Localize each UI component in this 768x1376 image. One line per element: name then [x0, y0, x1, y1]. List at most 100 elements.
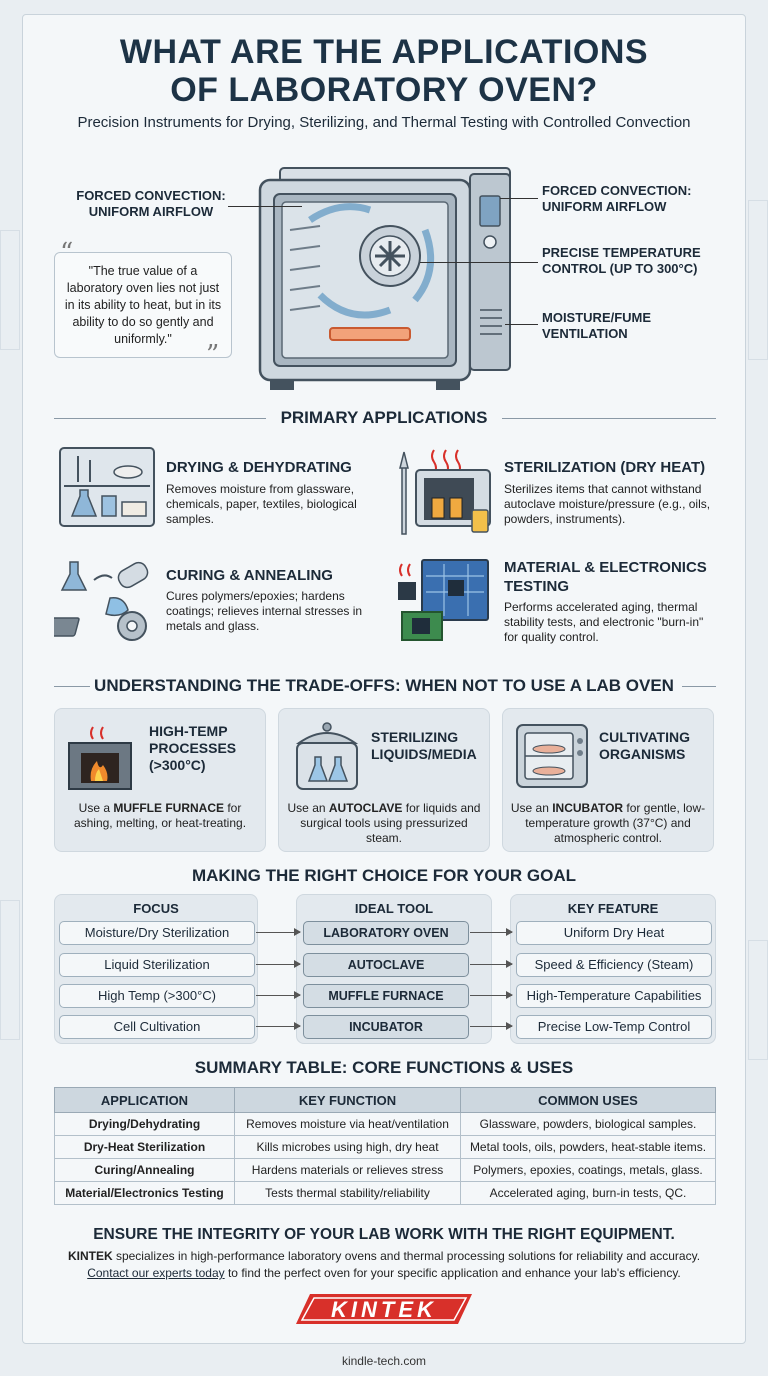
focus-item: Moisture/Dry Sterilization: [59, 921, 255, 945]
table-row: Curing/Annealing Hardens materials or re…: [54, 1158, 716, 1182]
autoclave-icon: [295, 722, 359, 790]
drying-icon: [59, 447, 155, 527]
app-title-electronics: MATERIAL & ELECTRONICS TESTING: [504, 559, 707, 595]
bg-decoration: [748, 200, 768, 360]
feature-item: Speed & Efficiency (Steam): [516, 953, 712, 977]
bg-decoration: [748, 940, 768, 1060]
tool-item: MUFFLE FURNACE: [303, 984, 469, 1008]
contact-experts-link[interactable]: Contact our experts today: [87, 1266, 225, 1280]
section-divider: [54, 418, 266, 419]
table-cell: Curing/Annealing: [54, 1158, 235, 1182]
table-cell: Accelerated aging, burn-in tests, QC.: [460, 1181, 716, 1205]
sterilization-icon: [399, 449, 491, 535]
callout-connector: [505, 324, 538, 325]
tool-item: AUTOCLAVE: [303, 953, 469, 977]
focus-item: Cell Cultivation: [59, 1015, 255, 1039]
tradeoff-title-autoclave: STERILIZING LIQUIDS/MEDIA: [371, 729, 477, 762]
arrow-right-icon: [256, 991, 301, 999]
tool-column: IDEAL TOOL LABORATORY OVEN AUTOCLAVE MUF…: [296, 894, 492, 1044]
callout-temperature-control: PRECISE TEMPERATURE CONTROL (UP TO 300°C…: [542, 245, 701, 276]
callout-connector: [420, 262, 538, 263]
app-desc-sterilization: Sterilizes items that cannot withstand a…: [504, 482, 711, 526]
app-desc-curing: Cures polymers/epoxies; hardens coatings…: [166, 589, 363, 633]
section-divider: [502, 418, 716, 419]
focus-item: High Temp (>300°C): [59, 984, 255, 1008]
page-title-line2: OF LABORATORY OVEN?: [170, 71, 598, 109]
tradeoff-title-incubator: CULTIVATING ORGANISMS: [599, 729, 690, 762]
callout-convection-right: FORCED CONVECTION: UNIFORM AIRFLOW: [542, 183, 692, 214]
feature-item: Uniform Dry Heat: [516, 921, 712, 945]
app-desc-drying: Removes moisture from glassware, chemica…: [166, 482, 357, 526]
footer-url[interactable]: kindle-tech.com: [341, 1354, 427, 1368]
arrow-right-icon: [256, 1022, 301, 1030]
summary-heading: SUMMARY TABLE: CORE FUNCTIONS & USES: [194, 1058, 574, 1077]
incubator-icon: [516, 724, 588, 788]
tradeoff-desc-autoclave: Use an AUTOCLAVE for liquids and surgica…: [287, 801, 481, 845]
page-title-line1: WHAT ARE THE APPLICATIONS: [119, 33, 649, 71]
arrow-right-icon: [256, 960, 301, 968]
arrow-right-icon: [470, 960, 513, 968]
quote-close-icon: ”: [206, 340, 220, 370]
app-title-sterilization: STERILIZATION (DRY HEAT): [504, 459, 706, 476]
callout-ventilation: MOISTURE/FUME VENTILATION: [542, 310, 652, 341]
brand-name: KINTEK: [67, 1249, 113, 1263]
table-row: Drying/Dehydrating Removes moisture via …: [54, 1112, 716, 1136]
quote-text: "The true value of a laboratory oven lie…: [64, 264, 222, 346]
table-cell: Glassware, powders, biological samples.: [460, 1112, 716, 1136]
lab-oven-illustration: [258, 167, 511, 390]
logo-text: KINTEK: [331, 1297, 437, 1322]
feature-column-header: KEY FEATURE: [567, 901, 659, 916]
focus-column: FOCUS Moisture/Dry Sterilization Liquid …: [54, 894, 258, 1044]
choice-heading: MAKING THE RIGHT CHOICE FOR YOUR GOAL: [191, 866, 577, 885]
muffle-furnace-icon: [68, 726, 132, 790]
table-header-row: APPLICATION KEY FUNCTION COMMON USES: [54, 1087, 716, 1113]
summary-table: APPLICATION KEY FUNCTION COMMON USES Dry…: [54, 1087, 716, 1205]
callout-connector: [500, 198, 538, 199]
table-cell: Hardens materials or relieves stress: [234, 1158, 461, 1182]
table-header: KEY FUNCTION: [234, 1087, 461, 1113]
tradeoffs-heading: UNDERSTANDING THE TRADE-OFFS: WHEN NOT T…: [94, 676, 674, 695]
app-title-drying: DRYING & DEHYDRATING: [166, 459, 352, 476]
callout-convection-left: FORCED CONVECTION: UNIFORM AIRFLOW: [76, 188, 226, 219]
table-cell: Material/Electronics Testing: [54, 1181, 235, 1205]
table-header: COMMON USES: [460, 1087, 716, 1113]
cta-line2: Contact our experts today to find the pe…: [87, 1266, 681, 1280]
tool-item: INCUBATOR: [303, 1015, 469, 1039]
bg-decoration: [0, 900, 20, 1040]
section-divider: [54, 686, 90, 687]
table-cell: Removes moisture via heat/ventilation: [234, 1112, 461, 1136]
tool-item: LABORATORY OVEN: [303, 921, 469, 945]
arrow-right-icon: [470, 991, 513, 999]
arrow-right-icon: [470, 928, 513, 936]
table-cell: Drying/Dehydrating: [54, 1112, 235, 1136]
tradeoff-card-incubator: CULTIVATING ORGANISMS Use an INCUBATOR f…: [502, 708, 714, 852]
tradeoff-title-muffle: HIGH-TEMP PROCESSES (>300°C): [149, 723, 237, 773]
cta-line1: KINTEK specializes in high-performance l…: [67, 1249, 701, 1263]
table-cell: Metal tools, oils, powders, heat-stable …: [460, 1135, 716, 1159]
quote-box: "The true value of a laboratory oven lie…: [54, 252, 232, 358]
app-desc-electronics: Performs accelerated aging, thermal stab…: [504, 600, 704, 644]
app-title-curing: CURING & ANNEALING: [166, 567, 333, 584]
table-cell: Dry-Heat Sterilization: [54, 1135, 235, 1159]
primary-applications-heading: PRIMARY APPLICATIONS: [280, 408, 488, 427]
tradeoff-card-muffle: HIGH-TEMP PROCESSES (>300°C) Use a MUFFL…: [54, 708, 266, 852]
table-cell: Tests thermal stability/reliability: [234, 1181, 461, 1205]
kintek-logo[interactable]: KINTEK: [296, 1292, 472, 1326]
curing-icon: [54, 561, 149, 641]
bg-decoration: [0, 230, 20, 350]
page-subtitle: Precision Instruments for Drying, Steril…: [77, 114, 691, 131]
tradeoff-desc-muffle: Use a MUFFLE FURNACE for ashing, melting…: [73, 801, 247, 830]
cta-heading: ENSURE THE INTEGRITY OF YOUR LAB WORK WI…: [93, 1226, 675, 1243]
section-divider: [682, 686, 716, 687]
feature-item: High-Temperature Capabilities: [516, 984, 712, 1008]
quote-open-icon: “: [60, 238, 74, 268]
focus-column-header: FOCUS: [133, 901, 179, 916]
arrow-right-icon: [256, 928, 301, 936]
callout-connector: [228, 206, 302, 207]
table-row: Material/Electronics Testing Tests therm…: [54, 1181, 716, 1205]
table-cell: Polymers, epoxies, coatings, metals, gla…: [460, 1158, 716, 1182]
feature-column: KEY FEATURE Uniform Dry Heat Speed & Eff…: [510, 894, 716, 1044]
arrow-right-icon: [470, 1022, 513, 1030]
tradeoff-card-autoclave: STERILIZING LIQUIDS/MEDIA Use an AUTOCLA…: [278, 708, 490, 852]
electronics-testing-icon: [398, 559, 489, 641]
